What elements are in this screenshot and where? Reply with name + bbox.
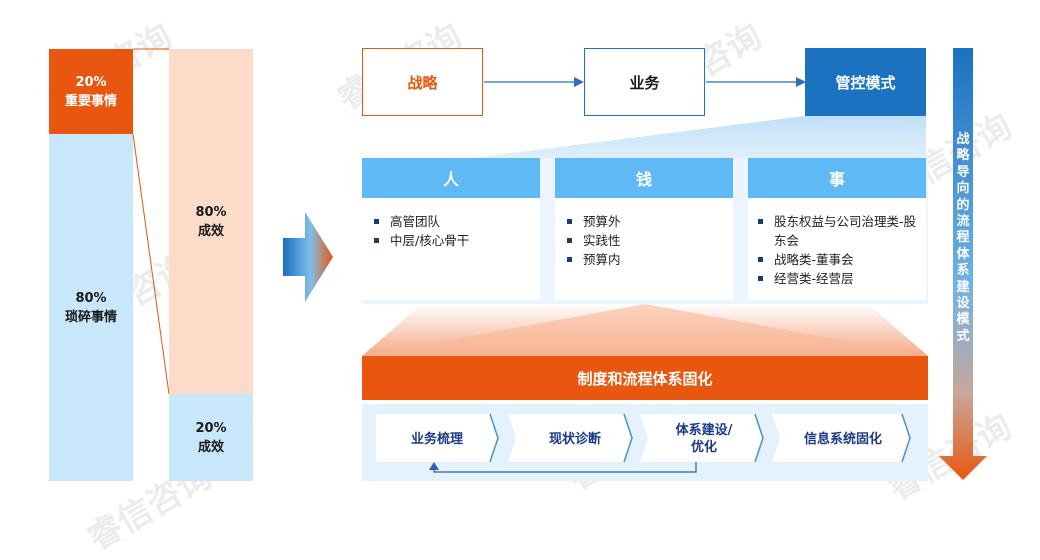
steps-chevrons <box>376 413 911 473</box>
step-status-diagnosis: 现状诊断 <box>548 432 601 447</box>
step-info-system: 信息系统固化 <box>803 432 882 447</box>
list-item: 经营类-经营层 <box>758 269 920 288</box>
effect-80-label: 成效 <box>197 223 224 239</box>
effect-20-label: 成效 <box>197 439 224 455</box>
list-item: 高管团队 <box>374 212 540 231</box>
flow-arrows <box>484 77 806 87</box>
strategy-box: 战略 <box>362 48 483 116</box>
converge-shape <box>362 304 928 356</box>
side-label: 战略导向的流程体系建设模式 <box>956 132 970 344</box>
control-mode-box: 管控模式 <box>805 48 926 116</box>
people-header: 人 <box>362 158 540 198</box>
affairs-header: 事 <box>748 158 926 198</box>
effect-20-pct: 20% <box>195 420 227 436</box>
important-matters-block: 20% 重要事情 <box>49 49 133 134</box>
trivial-pct: 80% <box>75 290 107 306</box>
money-column: 预算外 实践性 预算内 <box>555 198 733 300</box>
list-item: 预算内 <box>567 250 733 269</box>
down-arrow-icon <box>939 48 987 480</box>
business-label: 业务 <box>629 73 660 92</box>
money-header: 钱 <box>555 158 733 198</box>
institutionalize-banner: 制度和流程体系固化 <box>362 356 928 400</box>
people-column: 高管团队 中层/核心骨干 <box>362 198 540 300</box>
list-item: 实践性 <box>567 231 733 250</box>
business-box: 业务 <box>584 48 705 116</box>
important-pct: 20% <box>75 74 107 90</box>
trivial-matters-block: 80% 琐碎事情 <box>49 134 133 481</box>
trivial-label: 琐碎事情 <box>64 309 117 325</box>
list-item: 股东权益与公司治理类-股东会 <box>758 212 920 250</box>
step-system-building: 体系建设/ 优化 <box>675 423 733 455</box>
connector-lines <box>132 48 170 395</box>
list-item: 战略类-董事会 <box>758 250 920 269</box>
effect-80-block: 80% 成效 <box>169 49 253 394</box>
effect-80-pct: 80% <box>195 204 227 220</box>
control-mode-label: 管控模式 <box>835 73 896 92</box>
right-arrow-icon <box>283 212 333 302</box>
effect-20-block: 20% 成效 <box>169 394 253 481</box>
important-label: 重要事情 <box>64 93 117 109</box>
affairs-column: 股东权益与公司治理类-股东会 战略类-董事会 经营类-经营层 <box>748 198 926 300</box>
list-item: 预算外 <box>567 212 733 231</box>
list-item: 中层/核心骨干 <box>374 231 540 250</box>
step-business-sorting: 业务梳理 <box>410 432 463 447</box>
strategy-label: 战略 <box>407 73 438 92</box>
